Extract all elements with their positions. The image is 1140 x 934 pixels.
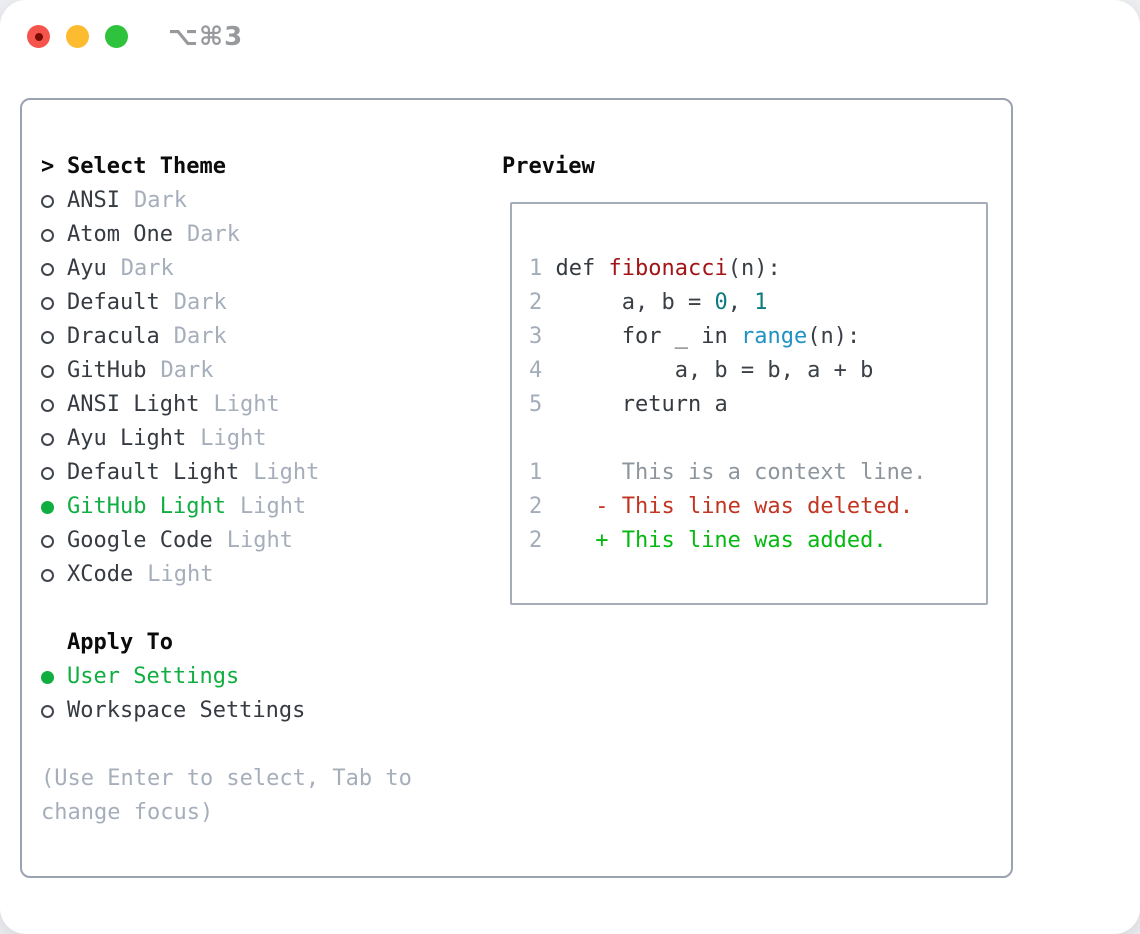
code-line: 5 return a — [529, 392, 728, 417]
radio-icon — [41, 228, 54, 242]
radio-icon — [41, 296, 54, 310]
diff-added-line: 2 + This line was added. — [529, 528, 887, 553]
radio-icon — [41, 194, 54, 208]
code-line: 2 a, b = 0, 1 — [529, 290, 768, 315]
radio-icon — [41, 534, 54, 548]
zoom-button[interactable] — [105, 25, 128, 48]
theme-option[interactable]: ANSI Light Light — [41, 388, 481, 422]
close-button[interactable] — [27, 25, 50, 48]
diff-deleted-line: 2 - This line was deleted. — [529, 494, 914, 519]
code-line-blank — [529, 422, 986, 456]
window-title-shortcut: ⌥⌘3 — [168, 22, 244, 52]
theme-option[interactable]: Dracula Dark — [41, 320, 481, 354]
radio-icon — [41, 330, 54, 344]
theme-option[interactable]: Ayu Light Light — [41, 422, 481, 456]
radio-icon — [41, 466, 54, 480]
radio-icon — [41, 670, 54, 684]
theme-option[interactable]: Default Dark — [41, 286, 481, 320]
apply-to-title: Apply To — [67, 630, 173, 655]
radio-icon — [41, 500, 54, 514]
radio-icon — [41, 398, 54, 412]
apply-option[interactable]: Workspace Settings — [41, 694, 481, 728]
code-line-blank — [529, 218, 986, 252]
minimize-button[interactable] — [66, 25, 89, 48]
code-line: 3 for _ in range(n): — [529, 324, 861, 349]
theme-option[interactable]: Ayu Dark — [41, 252, 481, 286]
code-line: 4 a, b = b, a + b — [529, 358, 874, 383]
traffic-lights — [27, 25, 128, 48]
radio-icon — [41, 364, 54, 378]
preview-title: Preview — [502, 154, 595, 179]
theme-option[interactable]: GitHub Dark — [41, 354, 481, 388]
theme-option[interactable]: Google Code Light — [41, 524, 481, 558]
diff-context-line: 1 This is a context line. — [529, 460, 927, 485]
unsaved-changes-dot — [34, 32, 43, 41]
select-theme-header: > Select Theme — [41, 150, 481, 184]
code-line: 1 def fibonacci(n): — [529, 256, 781, 281]
apply-option[interactable]: User Settings — [41, 660, 481, 694]
theme-option[interactable]: GitHub Light Light — [41, 490, 481, 524]
apply-to-header: Apply To — [41, 626, 481, 660]
theme-option[interactable]: Default Light Light — [41, 456, 481, 490]
radio-icon — [41, 704, 54, 718]
theme-picker-panel: > Select Theme ANSI Dark Atom One Dark A… — [20, 98, 1013, 878]
code-line-blank — [529, 558, 986, 592]
cursor-arrow-icon: > — [41, 154, 55, 179]
radio-icon — [41, 432, 54, 446]
theme-option[interactable]: ANSI Dark — [41, 184, 481, 218]
radio-icon — [41, 262, 54, 276]
hint-text: (Use Enter to select, Tab to change focu… — [41, 766, 412, 825]
theme-list: > Select Theme ANSI Dark Atom One Dark A… — [41, 150, 481, 830]
select-theme-title: Select Theme — [67, 154, 226, 179]
preview-box: 1 def fibonacci(n): 2 a, b = 0, 1 3 for … — [510, 202, 988, 605]
theme-option[interactable]: Atom One Dark — [41, 218, 481, 252]
theme-option[interactable]: XCode Light — [41, 558, 481, 592]
radio-icon — [41, 568, 54, 582]
